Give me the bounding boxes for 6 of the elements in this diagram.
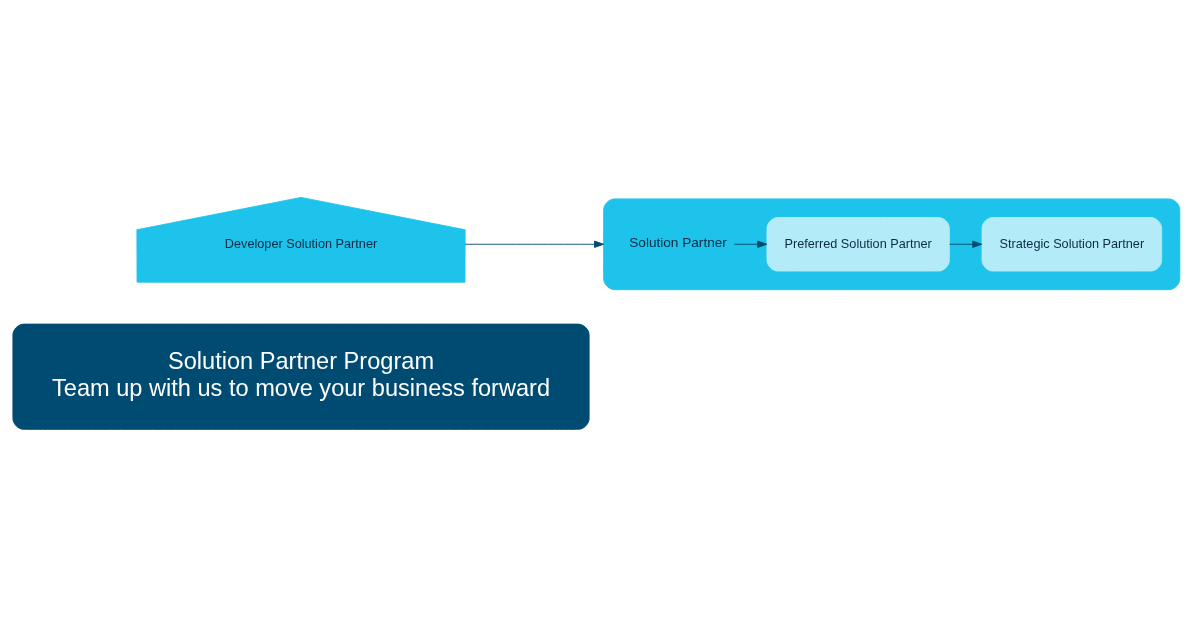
- node-box: Strategic Solution Partner: [981, 216, 1163, 271]
- arrow: [949, 240, 983, 248]
- arrow: [733, 240, 768, 248]
- node-box: Solution Partner Program Team up with us to move your business forward: [12, 323, 590, 430]
- arrow: [464, 240, 605, 248]
- node-box: Preferred Solution Partner: [766, 216, 950, 271]
